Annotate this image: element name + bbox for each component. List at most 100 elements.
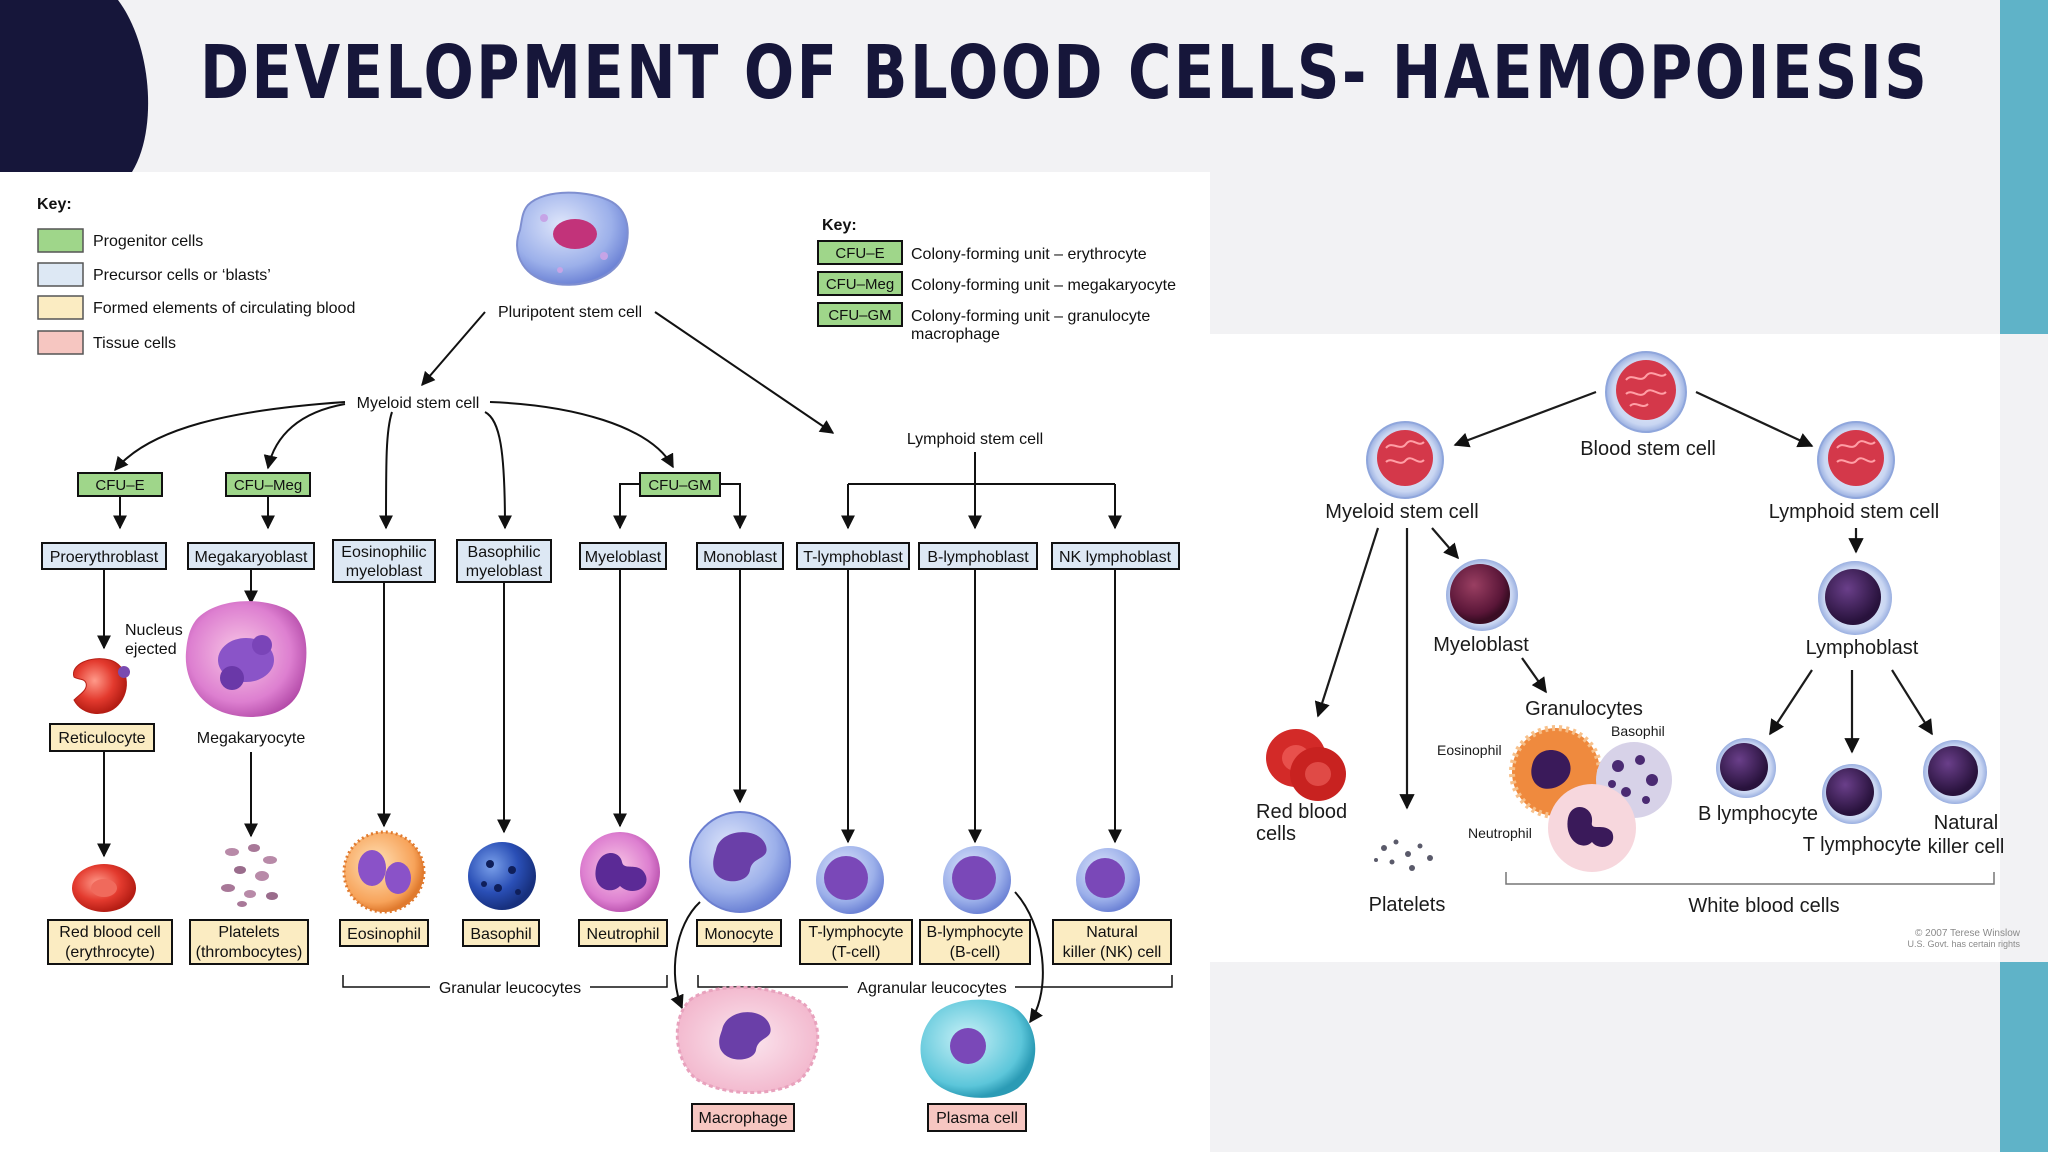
blast-myeloblast: Myeloblast — [579, 542, 667, 570]
lymphoid-stem-cell-image — [1817, 421, 1895, 499]
megakaryocyte-label: Megakaryocyte — [197, 730, 306, 747]
baso-myeloblast-label-2: myeloblast — [466, 563, 543, 580]
nk-cell-label-1: Natural — [1086, 924, 1138, 941]
basophil-label: Basophil — [470, 926, 531, 943]
right-platelets-image — [1374, 839, 1433, 871]
pluripotent-arrows — [421, 311, 835, 434]
platelets-label-1: Platelets — [218, 924, 279, 941]
right-rbc-label-2: cells — [1256, 823, 1296, 845]
blood-stem-cell-image — [1605, 351, 1687, 433]
agranular-leucocytes-label: Agranular leucocytes — [857, 980, 1006, 997]
platelets-box: Platelets (thrombocytes) — [189, 919, 309, 965]
t-lymphoblast-label: T-lymphoblast — [803, 549, 903, 566]
tissue-swatch — [37, 330, 84, 355]
right-neutrophil-image — [1548, 784, 1636, 872]
plasma-cell-box: Plasma cell — [927, 1103, 1027, 1132]
neutrophil-label: Neutrophil — [587, 926, 660, 943]
macrophage-box: Macrophage — [691, 1103, 795, 1132]
cfu-meg-key-box — [817, 271, 903, 296]
blast-monoblast: Monoblast — [696, 542, 784, 570]
key-heading-cfu: Key: — [822, 217, 857, 234]
leucocyte-brackets — [342, 975, 1173, 988]
cfu-gm-label: CFU–GM — [648, 477, 711, 494]
right-myeloblast-label: Myeloblast — [1433, 634, 1529, 656]
lymphoid-stem-label: Lymphoid stem cell — [907, 431, 1043, 448]
blast-t-lymphoblast: T-lymphoblast — [796, 542, 910, 570]
t-cell-label-1: T-lymphocyte — [808, 924, 903, 941]
reticulocyte-label: Reticulocyte — [58, 730, 145, 747]
basophil-box: Basophil — [462, 919, 540, 947]
plasma-cell-image — [920, 999, 1036, 1098]
key-item-cfu-e: CFU–E Colony-forming unit – erythrocyte — [817, 240, 1147, 265]
red-blood-cell-image — [72, 864, 136, 912]
myeloblast-label: Myeloblast — [585, 549, 662, 566]
cfu-gm-key-text: Colony-forming unit – granulocyte — [911, 308, 1150, 325]
right-myeloid-stem-label: Myeloid stem cell — [1325, 501, 1478, 523]
right-t-lymphocyte-label: T lymphocyte — [1803, 834, 1922, 856]
blast-basophilic-myeloblast: Basophilic myeloblast — [456, 539, 552, 583]
plasma-cell-label: Plasma cell — [936, 1110, 1018, 1127]
right-rbc-label-1: Red blood — [1256, 801, 1347, 823]
right-b-lymphocyte-label: B lymphocyte — [1698, 803, 1818, 825]
cfu-e-key-text: Colony-forming unit – erythrocyte — [911, 246, 1147, 263]
rbc-box: Red blood cell (erythrocyte) — [47, 919, 173, 965]
cfu-meg-key-text: Colony-forming unit – megakaryocyte — [911, 277, 1176, 294]
key-item-formed: Formed elements of circulating blood — [37, 295, 355, 320]
right-t-lymphocyte-image — [1822, 764, 1882, 824]
right-basophil-label: Basophil — [1611, 723, 1665, 739]
key-label-tissue: Tissue cells — [93, 335, 176, 352]
nk-cell-label-2: killer (NK) cell — [1063, 944, 1162, 961]
macrophage-label: Macrophage — [699, 1110, 788, 1127]
b-cell-box: B-lymphocyte (B-cell) — [919, 919, 1031, 965]
cfu-gm-key-box — [817, 302, 903, 327]
b-cell-label-2: (B-cell) — [950, 944, 1001, 961]
megakaryocyte-image — [185, 601, 307, 717]
basophil-image — [468, 842, 536, 910]
t-cell-box: T-lymphocyte (T-cell) — [799, 919, 913, 965]
cfu-meg-box: CFU–Meg — [225, 472, 311, 497]
cfu-e-key-box — [817, 240, 903, 265]
copyright-line-1: © 2007 Terese Winslow — [1915, 928, 2021, 939]
key-label-formed: Formed elements of circulating blood — [93, 300, 355, 317]
baso-myeloblast-label-1: Basophilic — [468, 544, 541, 561]
right-myeloblast-image — [1446, 559, 1518, 631]
cfu-e-label: CFU–E — [95, 477, 144, 494]
corner-decoration — [0, 0, 149, 172]
rbc-label-2: (erythrocyte) — [65, 944, 155, 961]
nk-lymphoblast-label: NK lymphoblast — [1059, 549, 1172, 566]
cfu-gm-key-text-2: macrophage — [911, 326, 1000, 343]
platelets-label-2: (thrombocytes) — [196, 944, 303, 961]
reticulocyte-box: Reticulocyte — [49, 723, 155, 752]
nucleus-label-2: ejected — [125, 641, 177, 658]
right-nk-label-1: Natural — [1934, 812, 1998, 834]
nk-cell-image — [1076, 848, 1140, 912]
wbc-bracket — [1505, 872, 1995, 885]
white-blood-cells-label: White blood cells — [1688, 895, 1839, 917]
b-lymphocyte-image — [943, 846, 1011, 914]
blast-proerythroblast: Proerythroblast — [41, 542, 167, 570]
reticulocyte-image — [73, 658, 130, 714]
myeloid-stem-cell-image — [1366, 421, 1444, 499]
monocyte-label: Monocyte — [704, 926, 773, 943]
proerythroblast-label: Proerythroblast — [50, 549, 159, 566]
eosinophil-image — [342, 830, 426, 914]
megakaryoblast-label: Megakaryoblast — [195, 549, 309, 566]
b-lymphoblast-label: B-lymphoblast — [927, 549, 1029, 566]
formed-swatch — [37, 295, 84, 320]
nk-cell-box: Natural killer (NK) cell — [1052, 919, 1172, 965]
rbc-label-1: Red blood cell — [59, 924, 160, 941]
copyright-line-2: U.S. Govt. has certain rights — [1907, 939, 2020, 949]
platelets-image — [221, 844, 278, 907]
slide-title: DEVELOPMENT OF BLOOD CELLS- HAEMOPOIESIS — [200, 30, 1930, 116]
key-item-cfu-gm: CFU–GM Colony-forming unit – granulocyte… — [817, 302, 1150, 343]
key-item-precursor: Precursor cells or ‘blasts’ — [37, 262, 271, 287]
right-platelets-label: Platelets — [1369, 894, 1446, 916]
right-lymphoblast-image — [1818, 561, 1892, 635]
b-cell-label-1: B-lymphocyte — [927, 924, 1024, 941]
right-nk-cell-image — [1923, 740, 1987, 804]
eos-myeloblast-label-2: myeloblast — [346, 563, 423, 580]
right-b-lymphocyte-image — [1716, 738, 1776, 798]
cfu-meg-key-code: CFU–Meg — [826, 276, 894, 293]
cfu-to-blast-arrows — [113, 452, 1122, 530]
